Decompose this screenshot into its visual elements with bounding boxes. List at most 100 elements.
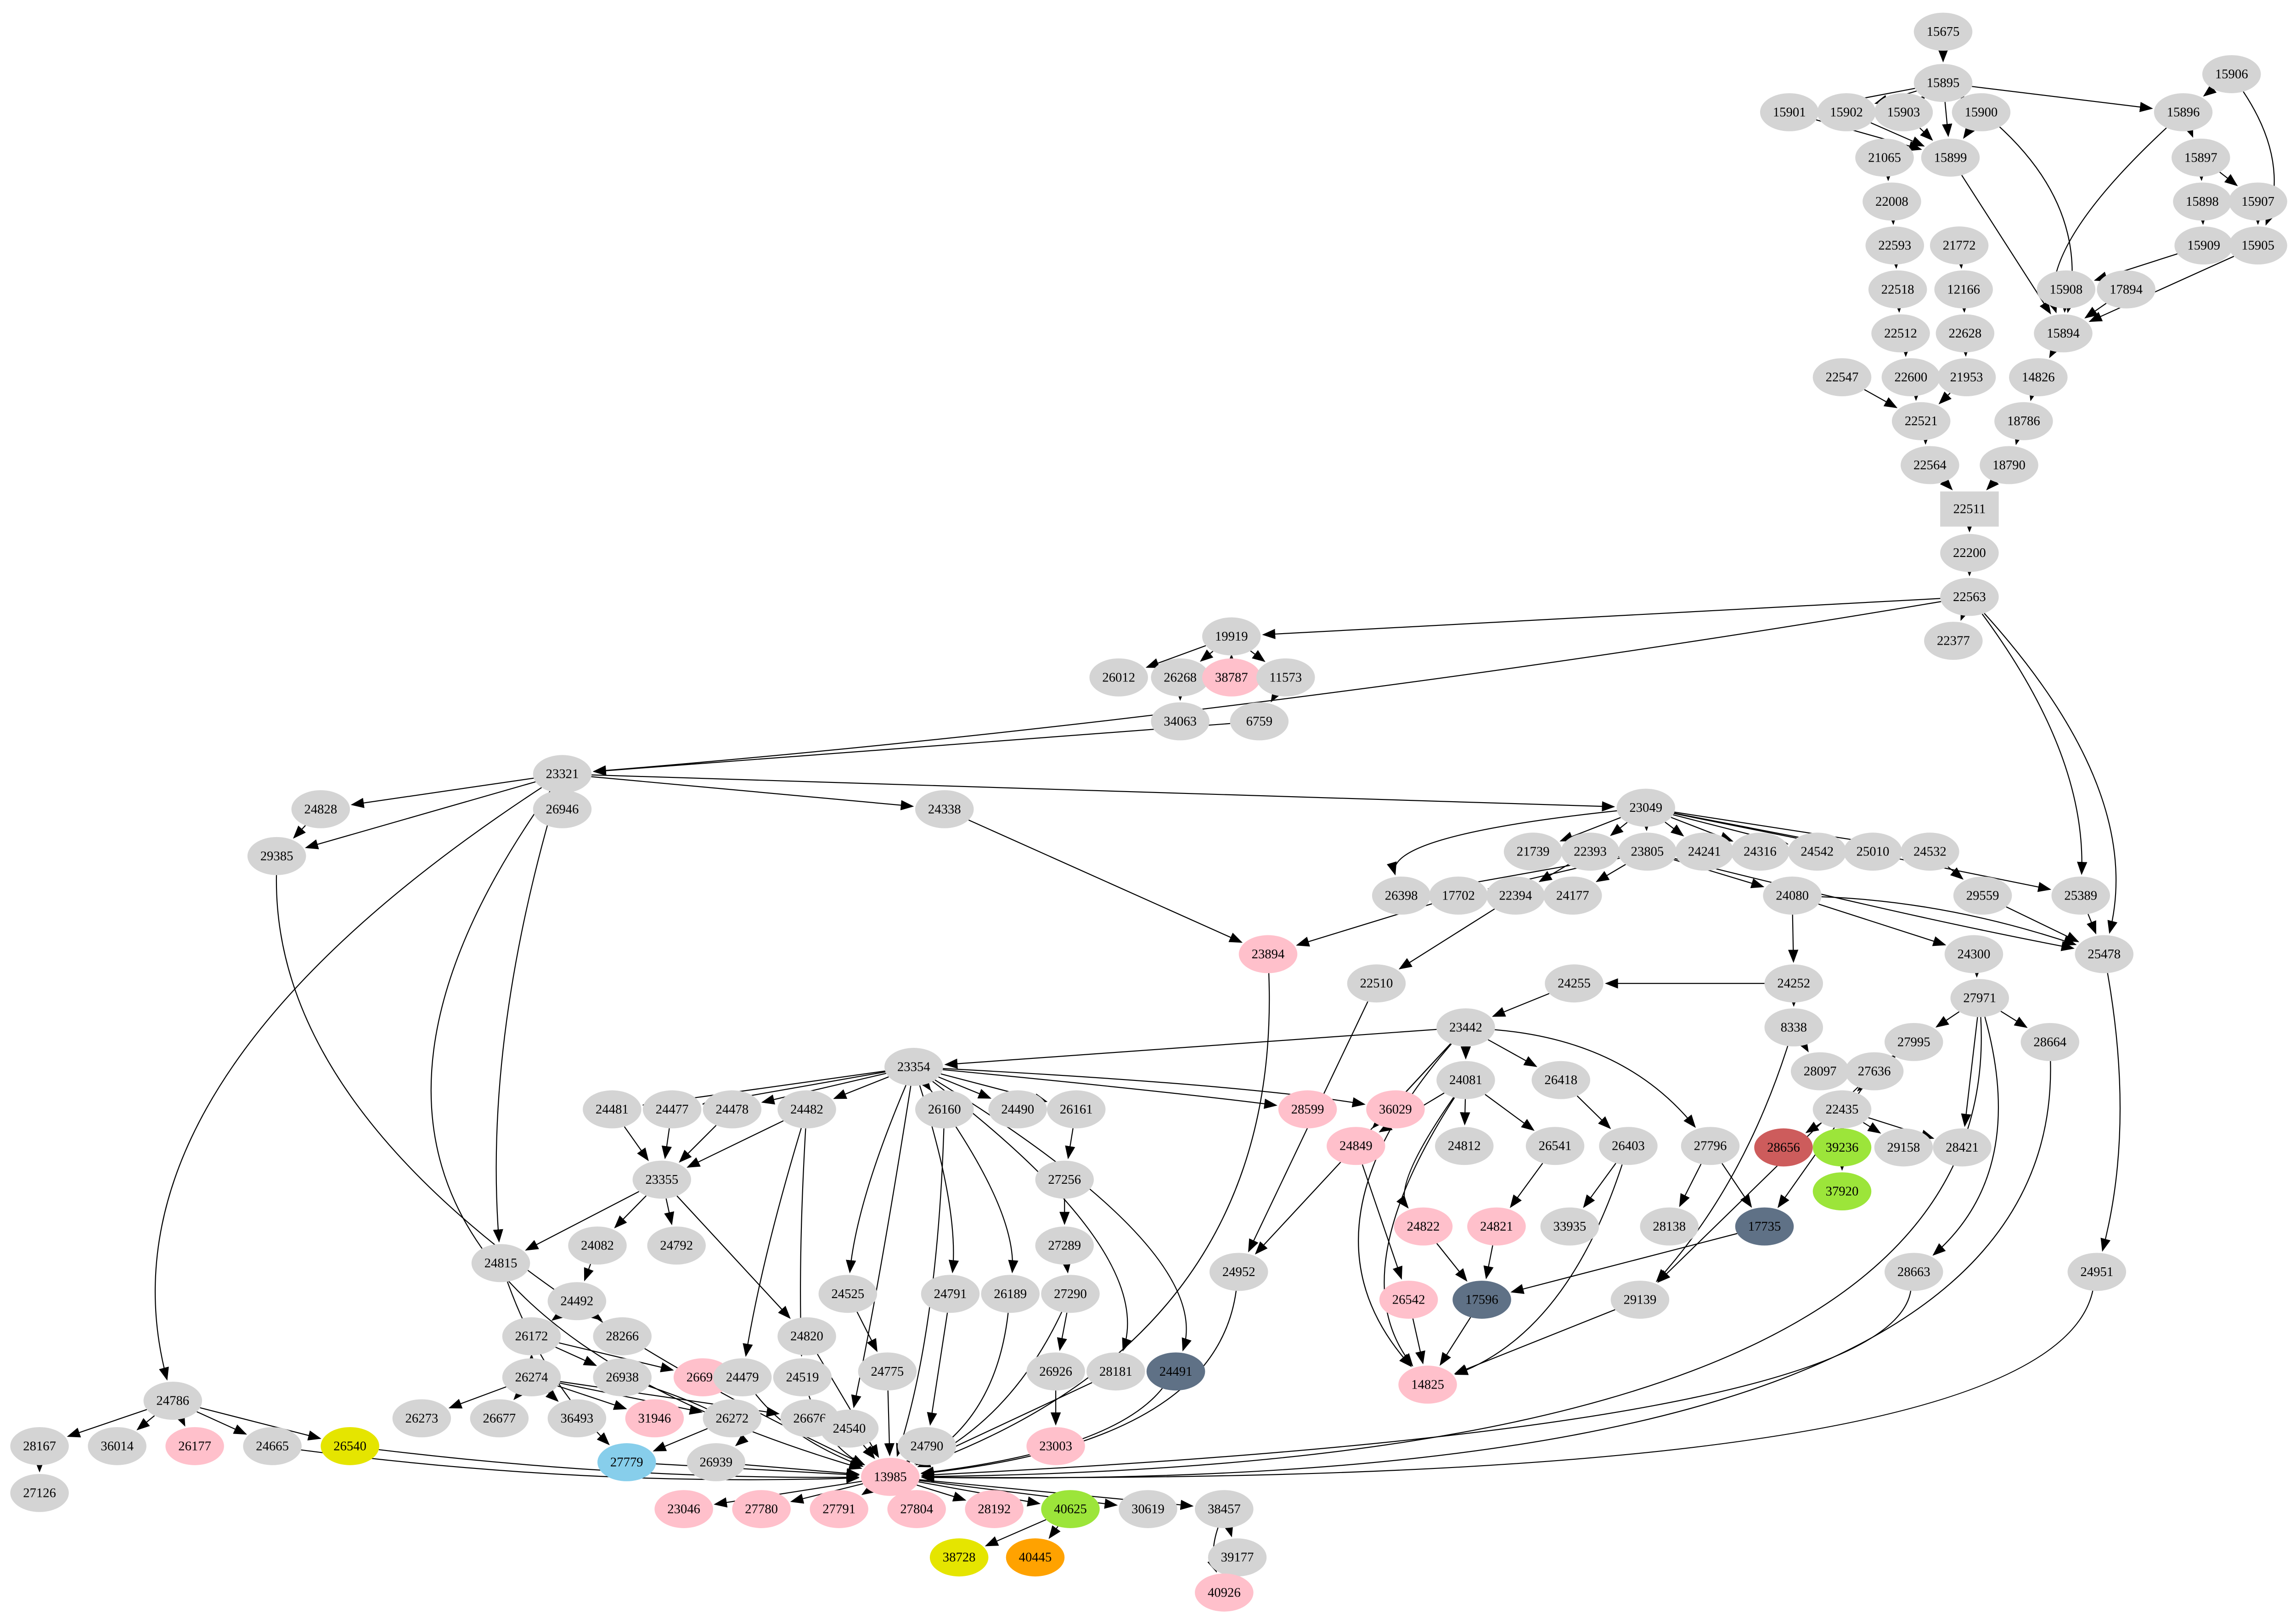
edge-24540-13985 (862, 1445, 875, 1459)
edge-22547-22521 (1864, 389, 1898, 408)
node-21065: 21065 (1855, 138, 1914, 177)
node-24775: 24775 (858, 1352, 917, 1391)
node-shape-38457 (1195, 1490, 1254, 1528)
edge-26403-14825 (1454, 1164, 1623, 1375)
node-shape-6759 (1230, 702, 1289, 741)
node-shape-27796 (1681, 1127, 1740, 1165)
edge-27971-28421 (1961, 1017, 1978, 1127)
edge-26274-36493 (545, 1389, 559, 1402)
node-24532: 24532 (1901, 832, 1959, 871)
edge-13985-28192 (917, 1485, 967, 1502)
node-24338: 24338 (915, 790, 974, 828)
node-15899: 15899 (1921, 138, 1980, 177)
node-shape-22377 (1924, 622, 1983, 660)
edge-18790-22511 (1986, 477, 1999, 490)
node-shape-40926 (1195, 1573, 1254, 1612)
node-26542: 26542 (1379, 1281, 1438, 1319)
node-shape-15902 (1817, 93, 1876, 131)
node-26177: 26177 (165, 1427, 224, 1465)
node-17596: 17596 (1452, 1281, 1511, 1319)
node-shape-21065 (1855, 138, 1914, 177)
node-22593: 22593 (1865, 226, 1925, 265)
edge-24081-26541 (1485, 1094, 1535, 1131)
node-shape-22394 (1486, 876, 1545, 915)
node-24812: 24812 (1435, 1127, 1494, 1165)
edge-24481-23355 (624, 1126, 649, 1161)
edge-24828-29385 (293, 825, 306, 839)
edge-24665-13985 (301, 1449, 860, 1484)
node-22564: 22564 (1901, 446, 1959, 484)
edge-24477-23355 (661, 1128, 672, 1159)
node-22518: 22518 (1868, 270, 1927, 309)
node-shape-26541 (1525, 1127, 1585, 1165)
node-38728: 38728 (929, 1538, 989, 1577)
node-23046: 23046 (654, 1490, 713, 1528)
node-shape-24812 (1435, 1127, 1494, 1165)
node-18786: 18786 (1994, 402, 2053, 440)
node-shape-15895 (1913, 64, 1973, 102)
node-shape-23049 (1616, 788, 1675, 827)
node-shape-14825 (1398, 1366, 1457, 1404)
node-14826: 14826 (2009, 358, 2068, 397)
edge-24786-36014 (136, 1415, 155, 1431)
node-24665: 24665 (243, 1427, 302, 1465)
node-15908: 15908 (2037, 270, 2096, 309)
edge-24082-24492 (584, 1264, 594, 1282)
edge-26160-13985 (896, 1128, 945, 1457)
edge-26274-26273 (448, 1386, 506, 1409)
node-shape-23354 (884, 1048, 943, 1086)
node-shape-23003 (1026, 1427, 1085, 1465)
node-24821: 24821 (1467, 1207, 1526, 1246)
node-28663: 28663 (1884, 1253, 1943, 1291)
node-shape-29158 (1874, 1128, 1933, 1167)
node-shape-24300 (1944, 935, 2003, 973)
edge-23355-24082 (614, 1195, 647, 1229)
node-26938: 26938 (593, 1358, 652, 1396)
node-17735: 17735 (1735, 1207, 1794, 1246)
node-29158: 29158 (1874, 1128, 1933, 1167)
edge-24300-27971 (1971, 964, 1982, 978)
node-24482: 24482 (777, 1090, 836, 1129)
node-22511: 22511 (1940, 491, 1999, 527)
edge-24482-23355 (687, 1120, 784, 1168)
node-shape-28138 (1640, 1207, 1699, 1246)
node-shape-29559 (1953, 876, 2012, 915)
edge-27971-28664 (2000, 1011, 2028, 1028)
node-29559: 29559 (1953, 876, 2012, 915)
node-shape-18786 (1994, 402, 2053, 440)
node-shape-36014 (88, 1427, 146, 1465)
edge-25478-24951 (2100, 973, 2121, 1252)
node-shape-26268 (1151, 658, 1210, 697)
node-26939: 26939 (687, 1443, 746, 1481)
edge-24786-26540 (200, 1407, 321, 1441)
node-23805: 23805 (1618, 832, 1677, 871)
edge-29139-14825 (1454, 1309, 1615, 1374)
node-shape-24477 (642, 1090, 702, 1129)
edge-15905-15894 (2088, 256, 2234, 322)
node-shape-26274 (502, 1358, 561, 1396)
node-24316: 24316 (1731, 832, 1790, 871)
node-shape-39236 (1812, 1128, 1872, 1167)
node-11573: 11573 (1256, 658, 1315, 697)
node-24082: 24082 (568, 1226, 627, 1265)
edge-24786-28167 (67, 1409, 147, 1438)
node-shape-24177 (1543, 876, 1602, 915)
node-25478: 25478 (2075, 935, 2134, 973)
node-shape-28181 (1086, 1352, 1145, 1391)
node-shape-27780 (732, 1490, 791, 1528)
edge-19919-11573 (1250, 650, 1266, 662)
node-31946: 31946 (625, 1399, 684, 1438)
edge-19919-26268 (1199, 649, 1214, 662)
node-shape-24790 (897, 1427, 957, 1465)
node-26418: 26418 (1531, 1061, 1591, 1099)
edge-23442-23354 (944, 1029, 1437, 1069)
node-6759: 6759 (1230, 702, 1289, 741)
edge-22563-25389 (1981, 613, 2088, 875)
node-shape-27971 (1950, 979, 2009, 1018)
node-22200: 22200 (1940, 534, 1999, 572)
node-24252: 24252 (1764, 964, 1823, 1003)
edge-24081-14825 (1384, 1097, 1455, 1367)
node-shape-26540 (321, 1427, 379, 1465)
node-15900: 15900 (1952, 93, 2011, 131)
node-shape-29385 (247, 837, 306, 875)
